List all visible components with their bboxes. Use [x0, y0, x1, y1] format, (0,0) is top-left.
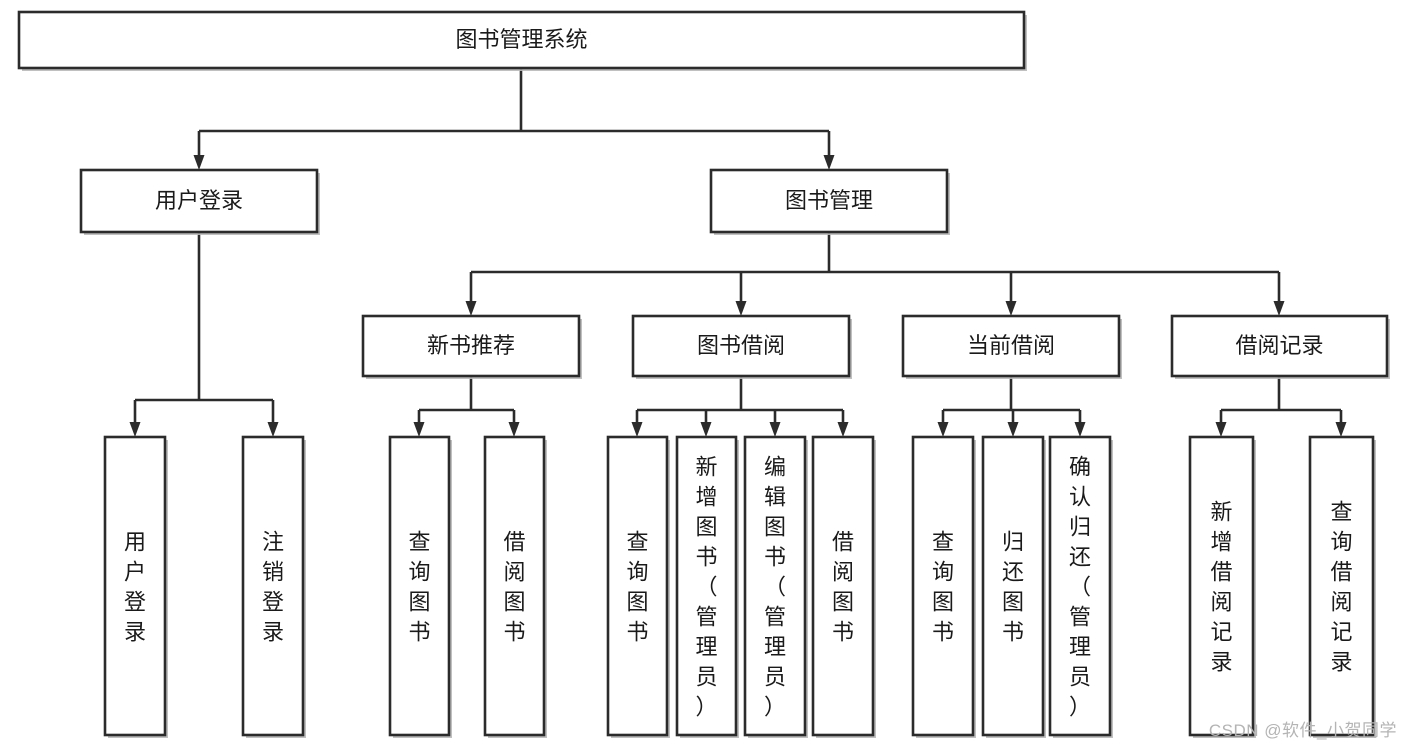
- node-label: 用户登录: [155, 188, 243, 213]
- connector-group-borrow-split: [631, 376, 849, 437]
- node-label: 查询图书: [626, 529, 648, 644]
- node-leaf-return-book[interactable]: 归还图书: [981, 435, 1046, 738]
- node-label: 新增图书（管理员）: [695, 454, 717, 719]
- node-root[interactable]: 图书管理系统: [17, 10, 1027, 71]
- node-label: 查询图书: [408, 529, 430, 644]
- node-login[interactable]: 用户登录: [79, 168, 320, 235]
- node-leaf-add-book[interactable]: 新增图书（管理员）: [675, 435, 739, 738]
- connector-group-bookmgmt-split: [465, 232, 1285, 316]
- node-leaf-borrow-book-2[interactable]: 借阅图书: [811, 435, 876, 738]
- node-label: 借阅图书: [832, 529, 854, 644]
- connector-group-current-split: [937, 376, 1086, 437]
- connector-group-root-split: [193, 68, 835, 170]
- node-label: 编辑图书（管理员）: [764, 454, 786, 719]
- node-label: 查询图书: [932, 529, 954, 644]
- node-leaf-query-book-1[interactable]: 查询图书: [388, 435, 452, 738]
- node-label: 图书管理: [785, 188, 873, 213]
- node-records[interactable]: 借阅记录: [1170, 314, 1390, 379]
- connector-group-newbook-split: [413, 376, 520, 437]
- node-label: 归还图书: [1002, 529, 1024, 644]
- connector-group-records-split: [1215, 376, 1347, 437]
- node-leaf-logout[interactable]: 注销登录: [241, 435, 306, 738]
- node-borrow[interactable]: 图书借阅: [631, 314, 852, 379]
- node-leaf-edit-book[interactable]: 编辑图书（管理员）: [743, 435, 808, 738]
- node-label: 用户登录: [124, 529, 146, 644]
- node-label: 确认归还（管理员）: [1069, 454, 1091, 719]
- node-leaf-query-book-2[interactable]: 查询图书: [606, 435, 670, 738]
- node-label: 图书管理系统: [455, 27, 587, 52]
- node-label: 注销登录: [262, 529, 284, 644]
- node-leaf-user-login[interactable]: 用户登录: [103, 435, 168, 738]
- connector-group-login-split: [129, 232, 279, 437]
- node-leaf-borrow-book-1[interactable]: 借阅图书: [483, 435, 547, 738]
- edges-layer: [129, 68, 1347, 437]
- node-label: 借阅图书: [503, 529, 525, 644]
- node-leaf-query-record[interactable]: 查询借阅记录: [1308, 435, 1376, 738]
- node-leaf-query-book-3[interactable]: 查询图书: [911, 435, 976, 738]
- node-leaf-add-record[interactable]: 新增借阅记录: [1188, 435, 1256, 738]
- node-label: 借阅记录: [1235, 333, 1323, 358]
- node-label: 当前借阅: [967, 333, 1055, 358]
- node-label: 查询借阅记录: [1330, 499, 1352, 674]
- node-current[interactable]: 当前借阅: [901, 314, 1122, 379]
- node-label: 新书推荐: [427, 333, 515, 358]
- csdn-watermark: CSDN @软件_小贺同学: [1208, 721, 1397, 740]
- nodes-layer: 图书管理系统用户登录图书管理新书推荐图书借阅当前借阅借阅记录用户登录注销登录查询…: [17, 10, 1390, 738]
- node-newbook[interactable]: 新书推荐: [361, 314, 582, 379]
- node-label: 新增借阅记录: [1210, 499, 1232, 674]
- node-leaf-confirm-return[interactable]: 确认归还（管理员）: [1048, 435, 1113, 738]
- node-bookmgmt[interactable]: 图书管理: [709, 168, 950, 235]
- node-label: 图书借阅: [697, 333, 785, 358]
